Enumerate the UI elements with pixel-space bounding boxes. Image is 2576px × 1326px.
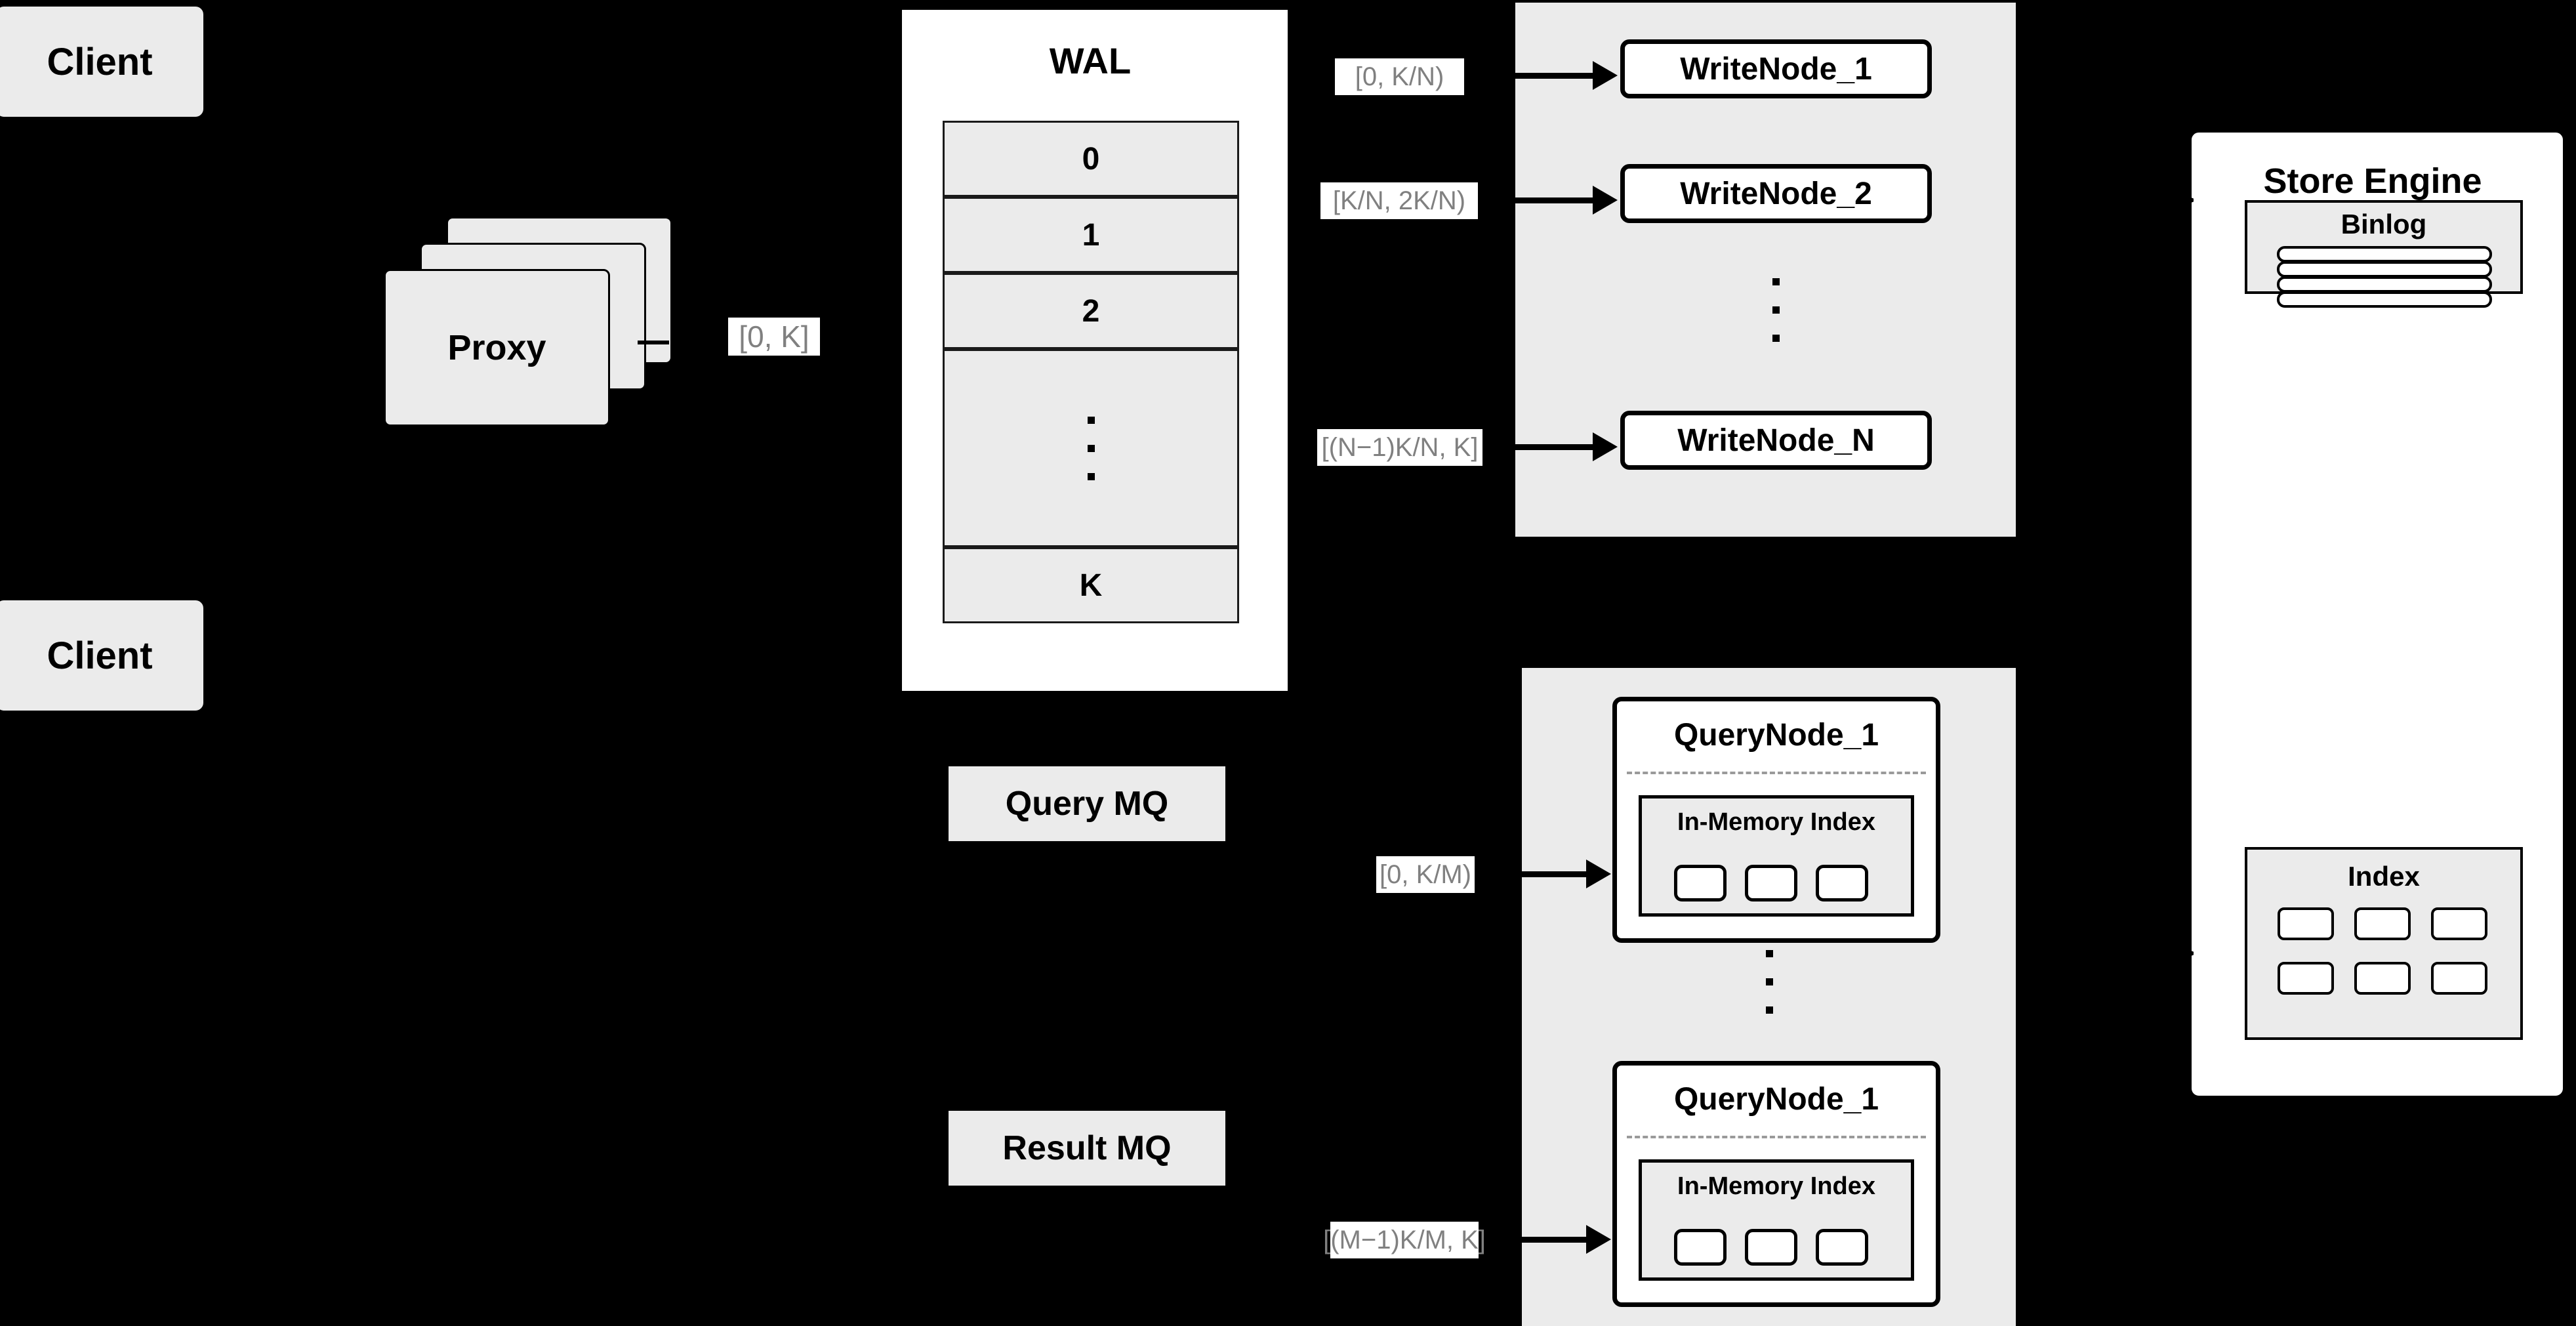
query-cluster-ellipsis [1766, 950, 1773, 1014]
wal-title: WAL [1049, 40, 1132, 81]
proxy-label: Proxy [447, 328, 546, 367]
write-node-n[interactable]: WriteNode_N [1620, 411, 1932, 470]
binlog-arrow-line [2111, 198, 2163, 202]
index-arrow-head [2159, 939, 2194, 968]
write-node-2[interactable]: WriteNode_2 [1620, 164, 1932, 223]
index-chip-3 [2431, 907, 2487, 940]
write-arrow-line-n [1482, 444, 1594, 450]
write-cluster-ellipsis [1772, 278, 1780, 342]
query-node-1-chip-3 [1816, 865, 1868, 901]
write-range-label-1: [0, K/N) [1335, 58, 1464, 95]
binlog-row-1 [2277, 246, 2492, 262]
result-mq-box[interactable]: Result MQ [947, 1109, 1227, 1188]
wal-ellipsis-dots [1087, 416, 1095, 480]
index-chip-6 [2431, 962, 2487, 995]
write-arrow-head-2 [1593, 186, 1618, 215]
query-node-1-chip-2 [1745, 865, 1797, 901]
index-chip-5 [2354, 962, 2411, 995]
client-box-1[interactable]: Client [0, 5, 205, 118]
client-label-1: Client [47, 40, 153, 83]
proxy-range-label: [0, K] [728, 318, 820, 356]
query-node-1-title: QueryNode_1 [1673, 718, 1879, 753]
query-node-2-chip-2 [1745, 1229, 1797, 1266]
binlog-arrow-head [2159, 186, 2194, 215]
query-range-label-1: [0, K/M) [1376, 856, 1475, 893]
wal-cell-2: 2 [943, 273, 1239, 349]
store-engine-title: Store Engine [2263, 161, 2482, 201]
proxy-box[interactable]: Proxy [384, 269, 610, 426]
index-chip-4 [2278, 962, 2334, 995]
index-chip-2 [2354, 907, 2411, 940]
binlog-title: Binlog [2341, 209, 2427, 239]
write-arrow-head-1 [1593, 61, 1618, 90]
index-title: Index [2348, 861, 2420, 892]
write-arrow-line-1 [1482, 73, 1594, 79]
query-arrow-head-m [1586, 1225, 1611, 1254]
index-arrow-line [2111, 951, 2163, 955]
query-node-2-chip-3 [1816, 1229, 1868, 1266]
proxy-range-text: [0, K] [739, 320, 809, 354]
write-range-label-n: [(N−1)K/N, K] [1317, 429, 1482, 466]
wal-cell-k: K [943, 547, 1239, 623]
query-arrow-head-1 [1586, 860, 1611, 888]
query-arrow-line-1 [1484, 871, 1587, 877]
query-node-1-divider [1627, 772, 1926, 774]
index-section [2245, 847, 2523, 1040]
write-arrow-line-2 [1482, 197, 1594, 203]
result-mq-label: Result MQ [1002, 1129, 1172, 1167]
write-node-2-label: WriteNode_2 [1680, 176, 1872, 211]
write-arrow-head-n [1593, 432, 1618, 461]
client-box-2[interactable]: Client [0, 599, 205, 712]
write-node-1[interactable]: WriteNode_1 [1620, 39, 1932, 98]
write-node-n-label: WriteNode_N [1677, 423, 1875, 458]
query-mq-box[interactable]: Query MQ [947, 764, 1227, 843]
wal-cell-ellipsis [943, 349, 1239, 547]
query-node-2-chip-1 [1674, 1229, 1727, 1266]
client-label-2: Client [47, 634, 153, 677]
wal-cell-1: 1 [943, 197, 1239, 273]
wal-cell-0: 0 [943, 121, 1239, 197]
query-mq-label: Query MQ [1005, 785, 1169, 823]
proxy-connector-line [638, 341, 669, 344]
binlog-row-2 [2277, 261, 2492, 278]
binlog-row-4 [2277, 291, 2492, 308]
query-node-2-divider [1627, 1136, 1926, 1138]
query-node-1-memory-index-title: In-Memory Index [1677, 808, 1875, 836]
binlog-row-3 [2277, 276, 2492, 293]
query-node-2-title: QueryNode_1 [1673, 1082, 1879, 1117]
index-chip-1 [2278, 907, 2334, 940]
query-range-label-m: [(M−1)K/M, K] [1323, 1222, 1486, 1258]
write-range-label-2: [K/N, 2K/N) [1320, 182, 1478, 219]
query-arrow-line-m [1484, 1237, 1587, 1243]
query-node-2-memory-index-title: In-Memory Index [1677, 1172, 1875, 1200]
write-node-1-label: WriteNode_1 [1680, 51, 1872, 87]
query-node-1-chip-1 [1674, 865, 1727, 901]
